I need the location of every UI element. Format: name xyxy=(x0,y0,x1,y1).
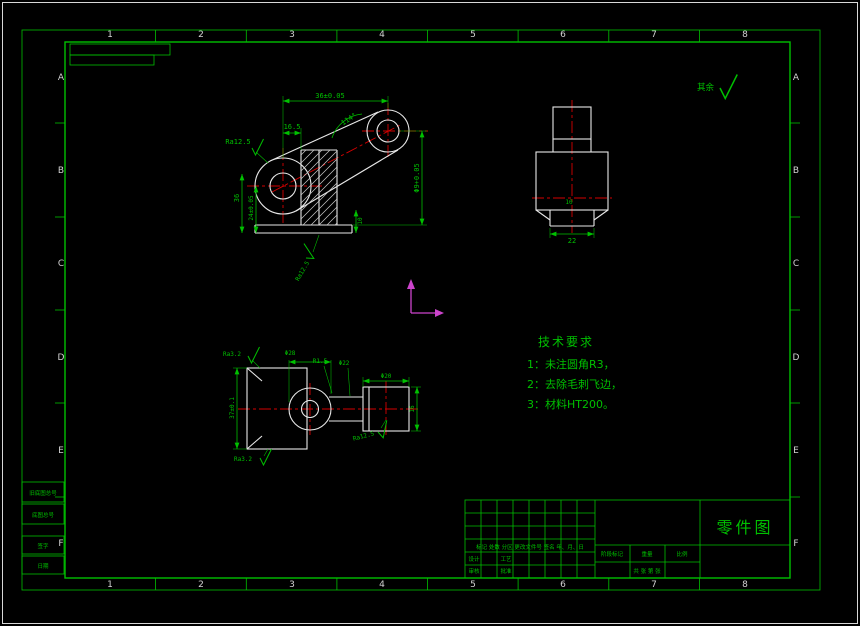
zone-label: C xyxy=(58,259,64,269)
dim-web: 16.5 xyxy=(284,123,301,131)
dim-boss-dia: Φ28 xyxy=(285,350,296,357)
archive-box xyxy=(21,535,65,555)
revision-row-labels: 标记 处数 分区 更改文件号 签名 年、月、日 xyxy=(476,543,584,551)
surface-finish-icon xyxy=(251,138,264,156)
front-view xyxy=(247,103,428,234)
zone-label: 7 xyxy=(651,30,657,40)
zone-label: 3 xyxy=(289,580,295,590)
zone-label: 2 xyxy=(198,30,204,40)
zone-label: 6 xyxy=(560,580,566,590)
zone-label: 2 xyxy=(198,580,204,590)
zone-label: C xyxy=(793,259,799,269)
revision-box xyxy=(69,54,155,66)
dim-height36: 36 xyxy=(233,194,241,202)
tech-req-line: 2：去除毛刺飞边， xyxy=(527,377,622,391)
zone-label: 7 xyxy=(651,580,657,590)
section-hatch xyxy=(301,150,337,225)
archive-box xyxy=(21,503,65,525)
bottom-view xyxy=(238,367,418,450)
sheet-count-label: 共 张 第 张 xyxy=(633,567,661,575)
dim-width: 36±0.05 xyxy=(315,92,345,100)
zone-label: 4 xyxy=(379,580,385,590)
tech-req-line: 1：未注圆角R3， xyxy=(527,357,615,371)
dim-plate-height: 37±0.1 xyxy=(229,397,236,419)
tech-req-line: 3：材料HT200。 xyxy=(527,397,614,411)
zone-label: B xyxy=(793,166,799,176)
approve-label: 批准 xyxy=(500,567,512,575)
finish-callout: Ra3.2 xyxy=(223,351,241,358)
front-view-dimensions: 36±0.05 16.5 114° Ra12.5 Φ9+0.05 36 24±0… xyxy=(225,92,427,282)
finish-callout: Ra12.5 xyxy=(294,260,311,283)
zone-label: F xyxy=(58,539,63,549)
rest-finish-note: 其余 xyxy=(697,73,738,100)
zone-label: F xyxy=(793,539,798,549)
finish-callout: Ra3.2 xyxy=(234,456,252,463)
dim-shaft-dia: Φ20 xyxy=(381,373,392,380)
zone-label: 8 xyxy=(742,580,748,590)
dim-neck-dia: Φ22 xyxy=(339,360,350,367)
zone-label: E xyxy=(58,446,64,456)
zone-label: 4 xyxy=(379,30,385,40)
tech-req-title: 技术要求 xyxy=(538,335,594,349)
technical-requirements: 技术要求 1：未注圆角R3， 2：去除毛刺飞边， 3：材料HT200。 xyxy=(527,335,622,411)
archive-old-no-label: 旧底图总号 xyxy=(29,489,57,497)
surface-finish-icon xyxy=(247,346,260,364)
sheet-border xyxy=(21,29,821,591)
title-block: 标记 处数 分区 更改文件号 签名 年、月、日 设计 审核 工艺 批准 阶段标记… xyxy=(464,499,791,579)
archive-block: 旧底图总号 底图总号 签字 日期 xyxy=(21,481,65,575)
zone-label: D xyxy=(58,353,65,363)
drawing-title: 零件图 xyxy=(716,518,773,537)
finish-callout: Ra12.5 xyxy=(352,430,375,442)
finish-callout: Ra12.5 xyxy=(225,138,250,146)
surface-finish-icon xyxy=(375,419,392,440)
zone-label: B xyxy=(58,166,64,176)
zone-label: 1 xyxy=(107,30,113,40)
ucs-axis-icon xyxy=(407,279,444,317)
dim-shaft-len: 16 xyxy=(409,405,416,413)
zone-label: 5 xyxy=(470,580,476,590)
dim-t10: 10 xyxy=(357,217,364,225)
side-view-dimensions: 10 22 xyxy=(549,199,595,245)
archive-no-label: 底图总号 xyxy=(32,511,55,519)
surface-finish-icon xyxy=(719,73,738,100)
zone-label: 5 xyxy=(470,30,476,40)
zone-label: 3 xyxy=(289,30,295,40)
dim-hole: Φ9+0.05 xyxy=(413,163,421,193)
bottom-view-dimensions: Ra3.2 Φ28 R1.5 Φ22 Φ20 37±0.1 16 Ra12.5 … xyxy=(223,346,421,466)
revision-box xyxy=(69,43,171,56)
zone-label: 8 xyxy=(742,30,748,40)
archive-date-label: 日期 xyxy=(37,563,49,570)
stage-label: 阶段标记 xyxy=(601,550,624,558)
scale-label: 比例 xyxy=(676,550,688,558)
rest-finish-label: 其余 xyxy=(697,82,715,93)
dim-foot-height: 10 xyxy=(565,199,573,206)
zone-label: E xyxy=(793,446,799,456)
process-label: 工艺 xyxy=(500,556,512,563)
archive-sign-label: 签字 xyxy=(37,542,49,550)
design-label: 设计 xyxy=(468,555,480,563)
archive-box xyxy=(21,555,65,575)
zone-label: A xyxy=(58,73,65,83)
dim-height24: 24±0.05 xyxy=(248,195,255,221)
check-label: 审核 xyxy=(468,567,480,575)
zone-label: A xyxy=(793,73,800,83)
side-view xyxy=(532,100,612,233)
dim-foot-width: 22 xyxy=(568,237,576,245)
zone-label: D xyxy=(793,353,800,363)
zone-label: 6 xyxy=(560,30,566,40)
surface-finish-icon xyxy=(259,448,272,466)
weight-label: 重量 xyxy=(641,550,653,558)
archive-box xyxy=(21,481,65,503)
dim-fillet: R1.5 xyxy=(313,358,328,365)
zone-label: 1 xyxy=(107,580,113,590)
zone-labels: 1 2 3 4 5 6 7 8 1 2 3 4 5 6 7 8 A B C D … xyxy=(58,30,800,590)
